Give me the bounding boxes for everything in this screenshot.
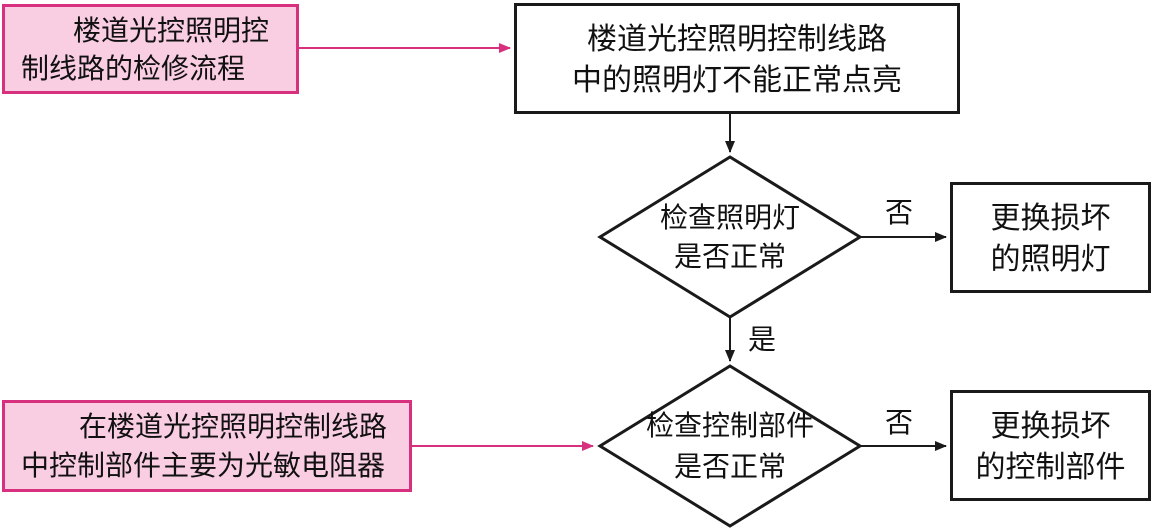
lamp-check-no-label: 否 [885,196,914,229]
control-check-no-label: 否 [885,406,914,439]
replace-lamp-line1: 更换损坏 [990,201,1111,236]
process-note-line1: 楼道光控照明控 [73,14,270,47]
fault-box-line1: 楼道光控照明控制线路 [587,22,887,57]
replace-control-line2: 的控制部件 [975,450,1126,485]
component-note-box: 在楼道光控照明控制线路 中控制部件主要为光敏电阻器 [2,400,412,492]
fault-box-line2: 中的照明灯不能正常点亮 [572,63,902,98]
lamp-check-diamond [597,155,863,319]
control-check-line1: 检查控制部件 [645,409,814,442]
component-note-line1: 在楼道光控照明控制线路 [79,410,388,443]
replace-control-box: 更换损坏 的控制部件 [950,390,1151,501]
replace-lamp-box: 更换损坏 的照明灯 [950,182,1151,293]
control-check-diamond [597,364,863,528]
process-note-line2: 制线路的检修流程 [21,52,246,85]
fault-box: 楼道光控照明控制线路 中的照明灯不能正常点亮 [514,3,960,114]
lamp-check-yes-label: 是 [748,323,777,356]
control-check-line2: 是否正常 [673,450,786,483]
process-note-box: 楼道光控照明控 制线路的检修流程 [2,4,299,94]
lamp-check-line1: 检查照明灯 [659,201,800,234]
replace-lamp-line2: 的照明灯 [990,242,1111,277]
lamp-check-line2: 是否正常 [673,240,786,273]
component-note-line2: 中控制部件主要为光敏电阻器 [21,449,386,482]
replace-control-line1: 更换损坏 [990,409,1111,444]
